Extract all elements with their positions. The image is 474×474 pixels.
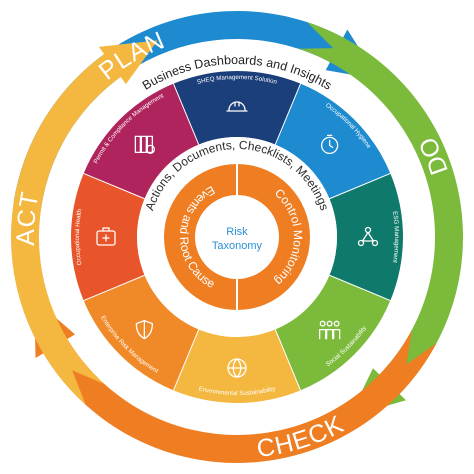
do-arrow-shape (298, 22, 464, 417)
segment-divider (329, 274, 391, 301)
segment-divider (274, 329, 301, 391)
people-icon (318, 320, 341, 340)
check-arrow-shape (34, 298, 437, 463)
first-aid-icon (96, 227, 116, 246)
timer-icon (320, 134, 339, 155)
segment-divider (83, 173, 145, 200)
segment-sheq: SHEQ Management Solution (173, 70, 301, 145)
segment-label-environmental-text: Environmental Sustainability (198, 385, 277, 397)
segment-label-health: Occupational Health (74, 208, 84, 266)
helmet-icon (226, 101, 248, 112)
segment-label-health-text: Occupational Health (74, 208, 84, 266)
health-segment-shape (70, 173, 145, 301)
binders-icon (134, 135, 156, 155)
hygiene-segment-shape (275, 83, 391, 199)
act-arrow-shape (11, 40, 158, 405)
segment-environmental: Environmental Sustainability (173, 329, 301, 403)
shield-icon (135, 319, 154, 340)
cycle-label-act: ACT (12, 189, 45, 246)
segment-label-environmental: Environmental Sustainability (198, 385, 277, 397)
segment-health: Occupational Health (70, 173, 145, 301)
segment-divider (83, 274, 145, 301)
segment-divider (173, 329, 200, 391)
esg-segment-shape (329, 173, 403, 301)
esg-network-icon (357, 226, 379, 247)
sheq-segment-shape (173, 70, 301, 145)
center-circle-shape (195, 195, 279, 279)
cycle-arrow-check (34, 298, 437, 463)
cycle-arrow-do (298, 22, 464, 417)
segment-divider (274, 83, 301, 145)
globe-icon (227, 358, 247, 378)
segment-label-esg: ESG Management (391, 211, 400, 264)
segment-label-esg-text: ESG Management (391, 211, 400, 264)
segment-divider (173, 83, 200, 145)
center-label-line: Taxonomy (212, 240, 263, 252)
cycle-arrow-act (11, 40, 158, 405)
segment-esg: ESG Management (329, 173, 403, 301)
segment-divider (329, 173, 391, 200)
enterprise-segment-shape (83, 275, 199, 391)
cycle-label-act-text: ACT (12, 189, 44, 246)
center-label-line: Risk (226, 226, 248, 238)
environmental-segment-shape (173, 329, 301, 403)
